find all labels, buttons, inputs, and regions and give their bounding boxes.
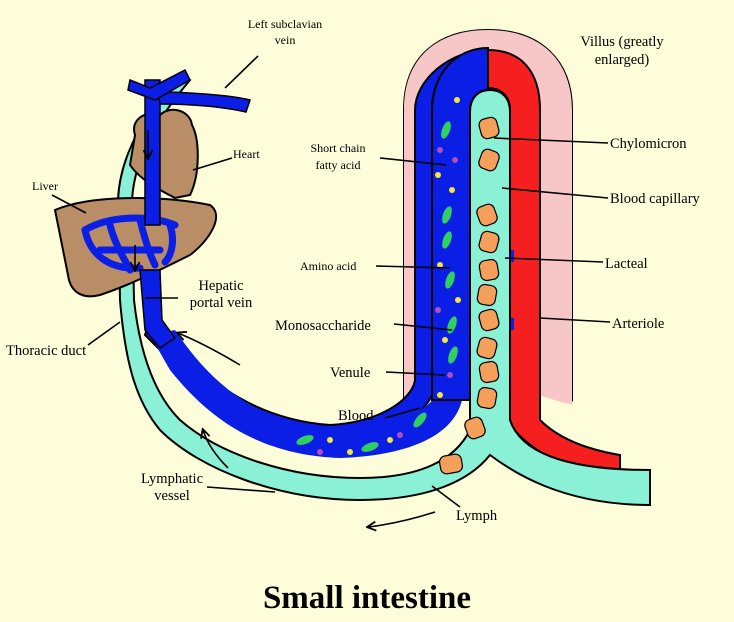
label-hepatic-portal-vein-2: portal vein [190,295,253,311]
pointer-lines [51,55,611,508]
diagram-title: Small intestine [263,580,471,616]
label-villus-2: enlarged) [595,52,650,68]
left-subclavian-vein [157,91,251,113]
label-liver: Liver [32,179,58,193]
label-lymph: Lymph [456,508,498,524]
flow-arrow-lymph [368,511,436,527]
label-arteriole: Arteriole [612,316,664,332]
label-short-chain-fatty-acid-2: fatty acid [316,158,361,172]
label-left-subclavian-vein: Left subclavian [248,17,322,31]
blood-vessel-wide [150,115,462,458]
label-monosaccharide: Monosaccharide [275,318,371,334]
liver-vessel-network [81,214,179,274]
label-thoracic-duct: Thoracic duct [6,343,86,359]
label-blood-capillary: Blood capillary [610,191,701,207]
hepatic-portal-vein [139,269,177,349]
label-blood: Blood [338,408,374,424]
chylomicrons [438,116,500,475]
label-lacteal: Lacteal [605,256,648,272]
label-amino-acid: Amino acid [300,259,356,273]
label-villus: Villus (greatly [580,34,664,50]
flow-arrow-blood [178,333,241,366]
label-heart: Heart [233,147,260,161]
label-chylomicron: Chylomicron [610,136,687,152]
label-lymphatic-vessel: Lymphatic [141,471,203,487]
top-vein-branch [127,68,191,101]
label-short-chain-fatty-acid: Short chain [311,141,366,155]
heart [128,108,199,200]
label-left-subclavian-vein-2: vein [275,33,296,47]
lacteal [116,73,651,507]
label-venule: Venule [330,365,370,381]
flow-arrow-lymph-vessel [203,430,229,469]
label-lymphatic-vessel-2: vessel [154,488,189,504]
label-hepatic-portal-vein: Hepatic [198,278,243,294]
